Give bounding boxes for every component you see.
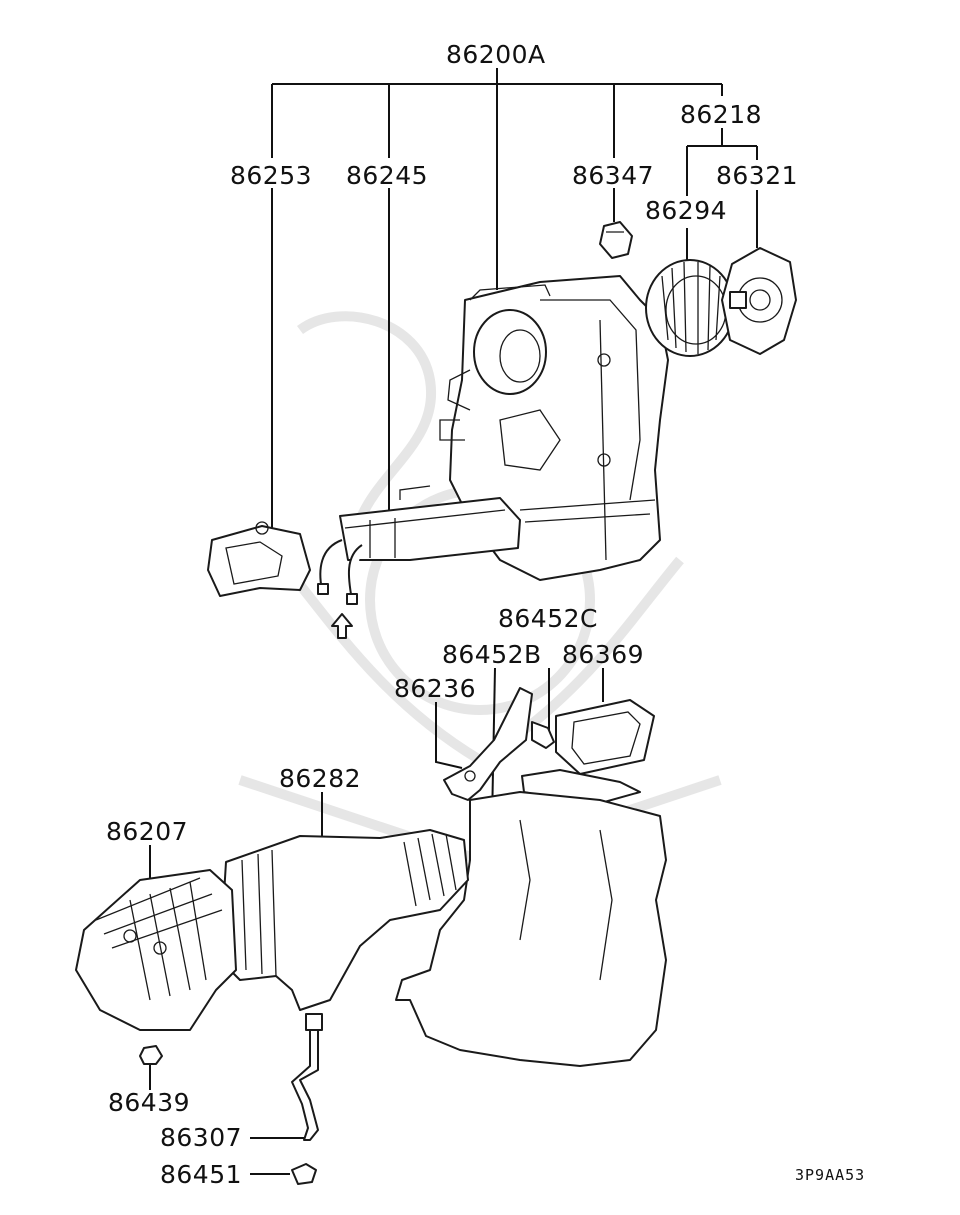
- label-86451: 86451: [160, 1160, 242, 1189]
- label-86321: 86321: [716, 161, 798, 190]
- label-86282: 86282: [279, 764, 361, 793]
- bolt-86452c: [531, 721, 555, 749]
- label-86218: 86218: [680, 100, 762, 129]
- label-86439: 86439: [108, 1088, 190, 1117]
- bracket-86236: [443, 687, 533, 801]
- label-86369: 86369: [562, 640, 644, 669]
- label-86236: 86236: [394, 674, 476, 703]
- nut-86439: [139, 1045, 163, 1065]
- label-86307: 86307: [160, 1123, 242, 1152]
- heater-core: [317, 485, 521, 605]
- leader-lines: [149, 68, 758, 1175]
- duct-86253: [207, 521, 311, 597]
- label-86200a: 86200A: [446, 40, 546, 69]
- resistor-86347: [599, 221, 633, 259]
- label-86294: 86294: [645, 196, 727, 225]
- part-labels: 86200A 86218 86253 86245 86347 86321 862…: [106, 40, 865, 1189]
- label-86452b: 86452B: [442, 640, 542, 669]
- label-86253: 86253: [230, 161, 312, 190]
- blower-fan: [645, 259, 735, 357]
- label-86245: 86245: [346, 161, 428, 190]
- label-86452c: 86452C: [498, 604, 598, 633]
- clip-86451: [291, 1163, 317, 1185]
- engine-outline: [395, 791, 667, 1067]
- air-cleaner-86207: [75, 869, 237, 1031]
- label-86347: 86347: [572, 161, 654, 190]
- label-86207: 86207: [106, 817, 188, 846]
- intake-hose-86282: [219, 829, 469, 1011]
- drain-tube-86307: [291, 1013, 323, 1141]
- diagram-reference-code: 3P9AA53: [795, 1166, 865, 1184]
- arrow-up-icon: [331, 613, 353, 639]
- blower-motor: [721, 247, 797, 355]
